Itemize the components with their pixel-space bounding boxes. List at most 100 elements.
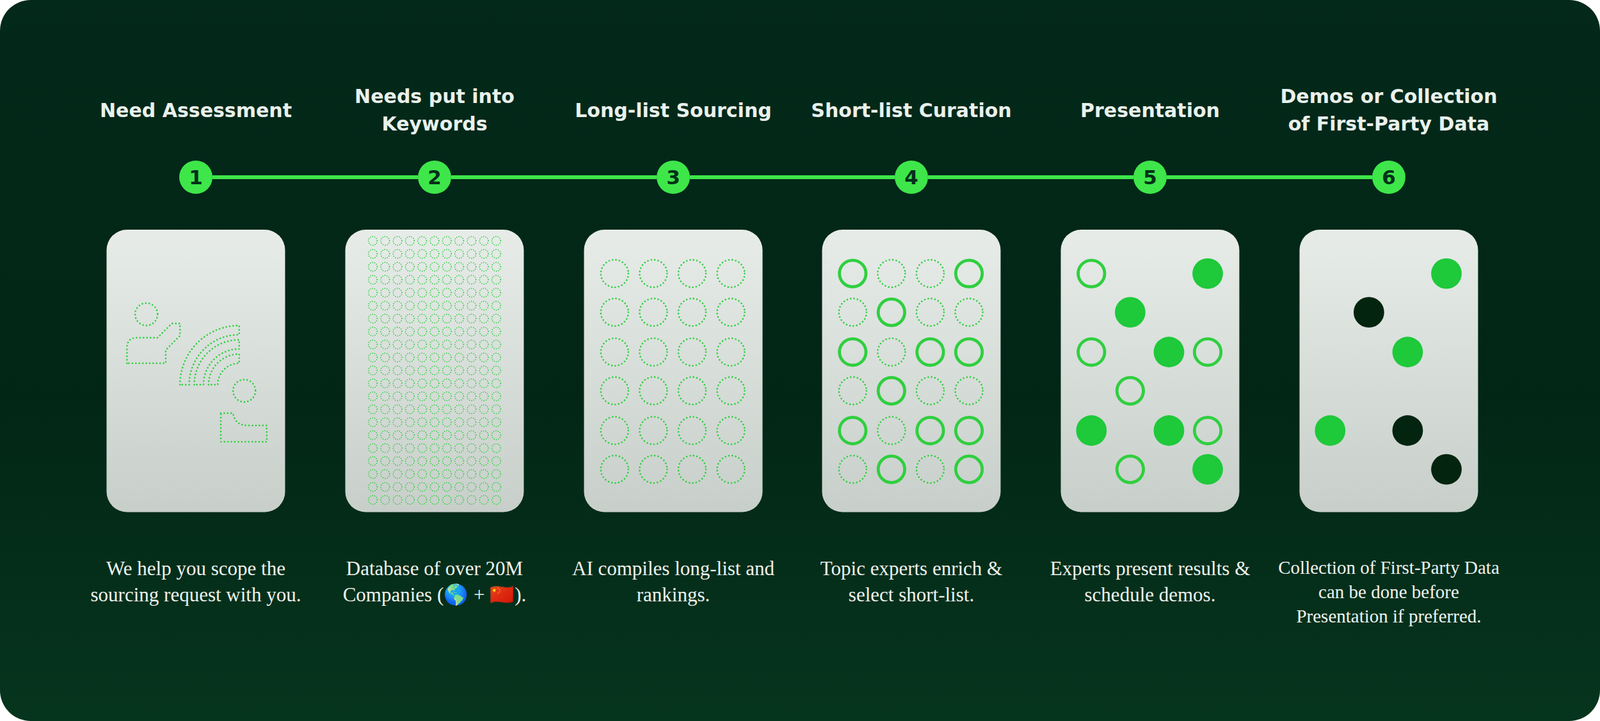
step-title: Need Assessment xyxy=(76,96,315,125)
company-dot xyxy=(392,262,402,272)
step-circle: Short-list Curation4 xyxy=(894,160,928,194)
company-dot xyxy=(479,392,489,402)
step-description: Experts present results & schedule demos… xyxy=(1044,555,1256,608)
company-dot xyxy=(430,366,440,376)
company-dot xyxy=(455,340,464,350)
company-dot xyxy=(455,496,464,505)
company-dot xyxy=(455,327,464,336)
company-dot xyxy=(380,444,390,454)
company-dot xyxy=(392,430,402,440)
company-dot xyxy=(442,378,452,388)
company-dot xyxy=(442,262,452,272)
company-dot xyxy=(392,366,402,376)
company-dot xyxy=(380,417,390,427)
company-dot xyxy=(380,378,390,388)
selected-dot xyxy=(878,456,905,483)
company-dot xyxy=(405,340,415,350)
company-dot xyxy=(405,456,415,466)
company-dot xyxy=(430,405,440,415)
company-dot xyxy=(392,301,402,311)
company-dot xyxy=(492,340,502,350)
step-number: 4 xyxy=(904,167,919,188)
timeline-connector xyxy=(212,175,418,180)
company-dot xyxy=(368,301,378,311)
step-description: AI compiles long-list and rankings. xyxy=(567,555,779,608)
company-dot xyxy=(392,275,402,285)
company-dot xyxy=(467,236,477,246)
step-card xyxy=(584,229,763,513)
company-dot xyxy=(368,262,378,272)
company-dot xyxy=(467,392,477,402)
company-dot xyxy=(392,405,402,415)
step-circle: Needs put into Keywords2 xyxy=(417,160,452,194)
candidate-dot xyxy=(717,338,745,367)
company-dot xyxy=(405,444,415,454)
company-dot xyxy=(442,392,452,402)
candidate-dot xyxy=(678,376,706,405)
company-dot xyxy=(479,314,489,324)
company-dot xyxy=(405,301,415,311)
company-dot xyxy=(467,430,477,440)
company-dot xyxy=(417,430,427,440)
step-description: Collection of First-Party Data can be do… xyxy=(1276,555,1501,629)
candidate-dot xyxy=(600,455,629,484)
candidate-dot xyxy=(678,259,706,288)
company-dot xyxy=(392,314,402,324)
company-dot xyxy=(467,496,477,505)
company-dot xyxy=(417,262,427,272)
candidate-dot xyxy=(717,416,745,445)
company-dot xyxy=(417,288,427,298)
company-dot xyxy=(392,456,402,466)
candidate-dot xyxy=(717,259,745,288)
timeline-connector xyxy=(1166,175,1373,180)
company-dot xyxy=(479,405,489,415)
company-dot xyxy=(380,314,390,324)
company-dot xyxy=(380,275,390,285)
presented-dot xyxy=(1153,336,1185,368)
company-dot xyxy=(417,275,427,285)
company-dot xyxy=(467,482,477,492)
company-dot xyxy=(492,405,502,415)
company-dot xyxy=(455,249,464,259)
card-body xyxy=(822,229,1001,513)
candidate-dot xyxy=(839,455,867,484)
company-dot xyxy=(467,327,477,336)
candidate-dot xyxy=(916,259,944,288)
company-dot xyxy=(455,456,464,466)
company-dot xyxy=(467,301,477,311)
company-dot xyxy=(492,392,502,402)
company-dot xyxy=(405,262,415,272)
company-dot xyxy=(368,340,378,350)
selected-dot xyxy=(878,377,905,404)
candidate-dot xyxy=(877,259,905,288)
card-body xyxy=(1299,229,1479,513)
company-dot xyxy=(392,378,402,388)
company-dot xyxy=(479,496,489,505)
company-dot xyxy=(442,353,452,363)
company-dot xyxy=(492,482,502,492)
company-dot xyxy=(455,405,464,415)
company-dot xyxy=(442,482,452,492)
company-dot xyxy=(467,340,477,350)
company-dot xyxy=(392,249,402,259)
company-dot xyxy=(405,353,415,363)
company-dot xyxy=(405,405,415,415)
company-dot xyxy=(417,249,427,259)
candidate-dot xyxy=(639,259,667,288)
step-card xyxy=(345,229,525,513)
company-dot xyxy=(479,262,489,272)
company-dot xyxy=(479,366,489,376)
company-dot xyxy=(479,469,489,479)
company-dot xyxy=(455,236,464,246)
candidate-dot xyxy=(600,416,629,445)
selected-dot xyxy=(839,339,866,366)
company-dot xyxy=(417,496,427,505)
company-dot xyxy=(455,378,464,388)
company-dot xyxy=(455,430,464,440)
company-dot xyxy=(392,496,402,505)
candidate-dot xyxy=(717,298,745,327)
company-dot xyxy=(442,366,452,376)
selected-dot xyxy=(955,456,982,483)
company-dot xyxy=(479,327,489,336)
data-dot xyxy=(1431,454,1462,486)
